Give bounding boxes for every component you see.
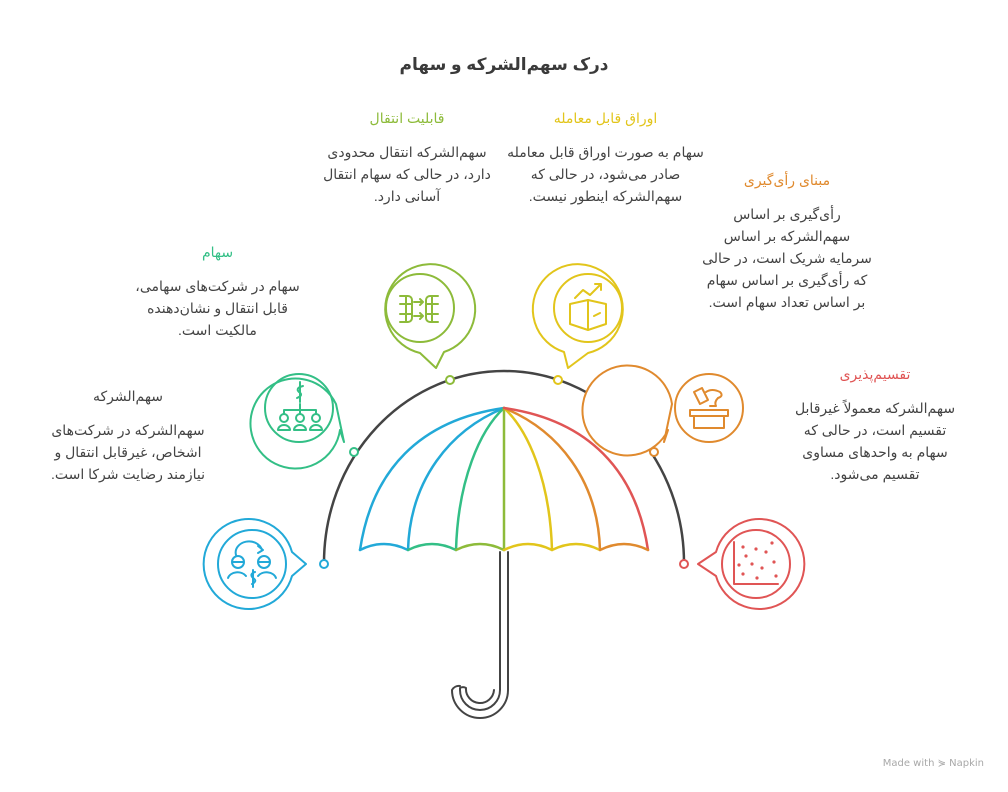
ballot-box-icon (581, 364, 744, 457)
item-sahmolsherkat: سهم‌الشرکه سهم‌الشرکه در شرکت‌های اشخاص،… (48, 388, 208, 485)
umbrella-handle (451, 551, 509, 719)
page-title: درک سهم‌الشرکه و سهام (399, 55, 609, 74)
item-voting: مبنای رأی‌گیری رأی‌گیری بر اساس سهم‌الشر… (702, 172, 872, 313)
people-exchange-money-icon (202, 518, 307, 610)
item-text: سهم‌الشرکه معمولاً غیرقابل تقسیم است، در… (794, 400, 956, 482)
item-heading: تقسیم‌پذیری (839, 366, 911, 382)
item-text: سهم‌الشرکه در شرکت‌های اشخاص، غیرقابل ان… (50, 422, 206, 482)
item-heading: مبنای رأی‌گیری (743, 172, 831, 188)
item-text: سهم‌الشرکه انتقال محدودی دارد، در حالی ک… (323, 144, 491, 204)
book-growth-icon (531, 263, 624, 369)
scatter-plot-icon (697, 518, 806, 610)
item-text: سهام به صورت اوراق قابل معامله صادر می‌ش… (507, 144, 704, 204)
item-saham: سهام سهام در شرکت‌های سهامی، قابل انتقال… (130, 244, 305, 341)
item-negotiable: اوراق قابل معامله سهام به صورت اوراق قاب… (503, 110, 708, 207)
item-heading: سهام (201, 244, 234, 260)
item-transferability: قابلیت انتقال سهم‌الشرکه انتقال محدودی د… (322, 110, 492, 207)
item-text: سهام در شرکت‌های سهامی، قابل انتقال و نش… (135, 278, 300, 338)
item-heading: اوراق قابل معامله (553, 110, 658, 126)
transfer-arrows-icon (384, 263, 477, 369)
item-heading: سهم‌الشرکه (92, 388, 164, 404)
item-divisibility: تقسیم‌پذیری سهم‌الشرکه معمولاً غیرقابل ت… (790, 366, 960, 485)
umbrella-canopy (358, 406, 650, 552)
napkin-watermark: Made with ⋟ Napkin (882, 758, 984, 769)
outer-arc (322, 369, 686, 565)
item-heading: قابلیت انتقال (369, 110, 445, 126)
connector-dots (319, 375, 689, 569)
money-hierarchy-people-icon (249, 373, 345, 470)
item-text: رأی‌گیری بر اساس سهم‌الشرکه بر اساس سرما… (702, 206, 872, 310)
